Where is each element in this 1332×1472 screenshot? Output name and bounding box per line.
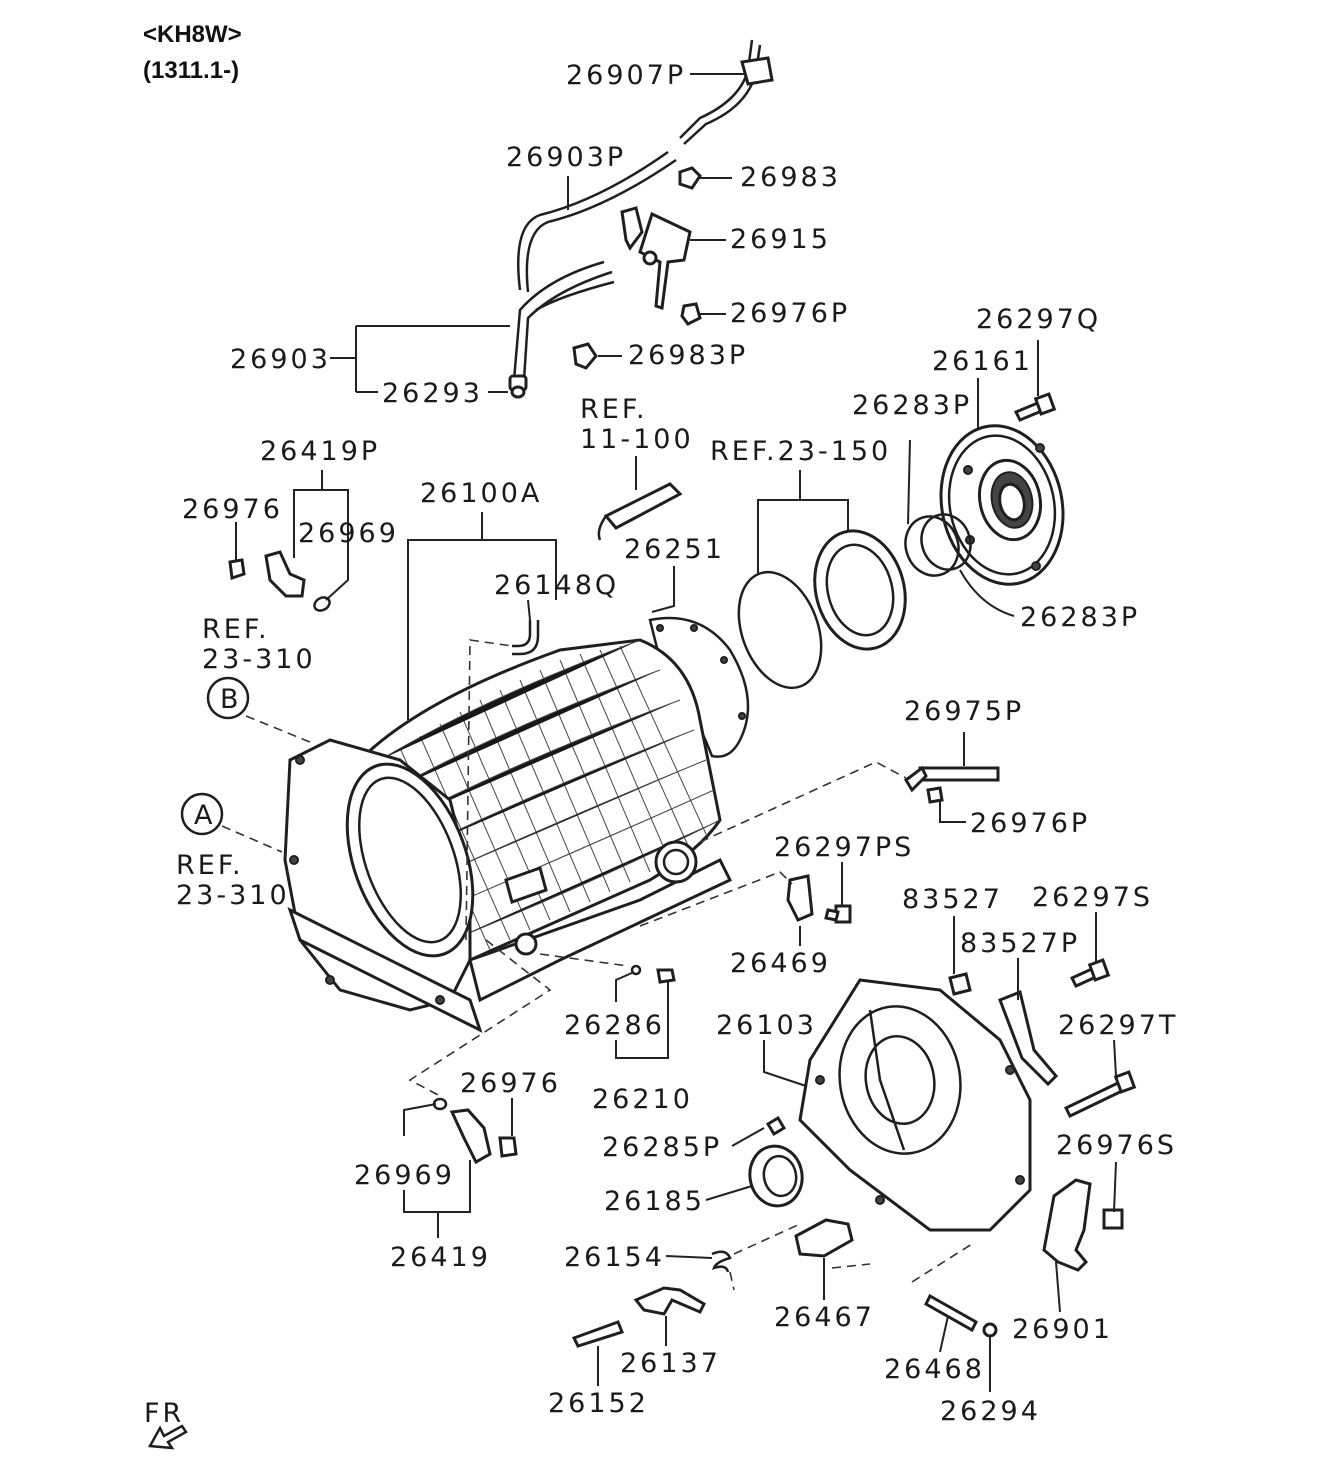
bolt-26297S-part <box>1069 958 1111 988</box>
label-26983P: 26983P <box>628 340 748 371</box>
ref-11-100-line1: REF. <box>580 394 648 425</box>
block-26467-part <box>794 1218 854 1258</box>
ref-a-line1: REF. <box>176 850 244 881</box>
label-26419P: 26419P <box>260 436 380 467</box>
label-26969-lower: 26969 <box>354 1160 455 1191</box>
label-26976S: 26976S <box>1056 1130 1177 1161</box>
label-26969-upper: 26969 <box>298 518 399 549</box>
bracket-26469-part <box>786 874 814 922</box>
label-26976-upper: 26976 <box>182 494 283 525</box>
label-26297PS: 26297PS <box>774 832 914 863</box>
extension-housing-part <box>798 978 1032 1232</box>
label-26901: 26901 <box>1012 1314 1113 1345</box>
speed-sensor-lower-part <box>432 1097 518 1165</box>
bolt-26297Q-part <box>1013 392 1057 422</box>
label-26283P-upper: 26283P <box>852 390 972 421</box>
ref-b-line2: 23-310 <box>202 644 316 675</box>
plug-26286-part <box>630 964 642 976</box>
clip-26983P-part <box>572 342 598 370</box>
label-26100A: 26100A <box>420 478 542 509</box>
label-26297Q: 26297Q <box>976 304 1101 335</box>
label-26283P-lower: 26283P <box>1020 602 1140 633</box>
label-fr: FR <box>144 1398 184 1429</box>
bolt-26976S-part <box>1102 1208 1124 1230</box>
label-26286: 26286 <box>564 1010 665 1041</box>
bracket-26915-part <box>620 206 692 310</box>
ref-circle-a-letter: A <box>194 800 215 831</box>
sealant-tube-part <box>597 482 683 541</box>
label-83527: 83527 <box>902 884 1003 915</box>
label-26161: 26161 <box>932 346 1033 377</box>
ref-circle-a <box>180 792 224 836</box>
bolt-26297T-part <box>1063 1070 1137 1118</box>
ref-b-line1: REF. <box>202 614 270 645</box>
harness-bracket-26975P-part <box>904 765 1000 804</box>
pipe-26148Q-part <box>512 620 540 656</box>
label-26915: 26915 <box>730 224 831 255</box>
oil-seal-26185-part <box>748 1144 804 1208</box>
front-arrow-icon <box>147 1424 188 1450</box>
pin-26285P-part <box>765 1115 787 1137</box>
label-26297T: 26297T <box>1058 1010 1178 1041</box>
clutch-plate-part <box>813 529 907 651</box>
label-83527P: 83527P <box>960 928 1080 959</box>
label-26294: 26294 <box>940 1396 1041 1427</box>
label-26103: 26103 <box>716 1010 817 1041</box>
label-26976P-upper: 26976P <box>730 298 850 329</box>
label-26469: 26469 <box>730 948 831 979</box>
seal-ring-26283P-part <box>904 513 972 577</box>
leader-lines <box>235 73 1117 1392</box>
label-26137: 26137 <box>620 1348 721 1379</box>
label-26152: 26152 <box>548 1388 649 1419</box>
label-26903: 26903 <box>230 344 331 375</box>
label-26154: 26154 <box>564 1242 665 1273</box>
ref-a-line2: 23-310 <box>176 880 290 911</box>
ref-circle-b <box>206 676 250 720</box>
rod-26468-part <box>924 1293 978 1333</box>
dipstick-tube-part <box>508 39 774 399</box>
lever-26137-part <box>633 1286 706 1316</box>
label-26907P: 26907P <box>566 60 686 91</box>
label-26148Q: 26148Q <box>494 570 619 601</box>
label-26903P: 26903P <box>506 142 626 173</box>
label-26468: 26468 <box>884 1354 985 1385</box>
rod-26152-part <box>571 1320 624 1348</box>
label-26251: 26251 <box>624 534 725 565</box>
model-code: <KH8W> <box>143 21 242 48</box>
ref-11-100-line2: 11-100 <box>580 424 694 455</box>
label-26467: 26467 <box>774 1302 875 1333</box>
nut-26294-part <box>982 1322 998 1338</box>
spring-26154-part <box>711 1250 732 1273</box>
label-26285P: 26285P <box>602 1132 722 1163</box>
label-26976P-lower: 26976P <box>970 808 1090 839</box>
label-26983: 26983 <box>740 162 841 193</box>
dashed-guides <box>221 639 973 1291</box>
snap-ring-part <box>737 570 823 690</box>
bolt-26976P-part <box>680 302 702 326</box>
label-26976-lower: 26976 <box>460 1068 561 1099</box>
speed-sensor-upper-part <box>228 550 331 612</box>
ref-circle-b-letter: B <box>220 684 242 715</box>
bracket-26901-part <box>1042 1178 1092 1272</box>
bolt-26297PS-part <box>824 904 852 924</box>
transmission-case-part <box>283 638 733 1033</box>
label-26210: 26210 <box>592 1084 693 1115</box>
label-26975P: 26975P <box>904 696 1024 727</box>
label-26297S: 26297S <box>1032 882 1153 913</box>
bracket-83527P-part <box>998 989 1059 1087</box>
label-26419: 26419 <box>390 1242 491 1273</box>
date-range: (1311.1-) <box>143 57 239 84</box>
label-26293: 26293 <box>382 378 483 409</box>
label-plate-83527-part <box>948 972 972 996</box>
label-26185: 26185 <box>604 1186 705 1217</box>
clip-26983-part <box>678 166 702 190</box>
plug-26210-part <box>656 968 676 984</box>
ref-23-150: REF.23-150 <box>710 436 891 467</box>
